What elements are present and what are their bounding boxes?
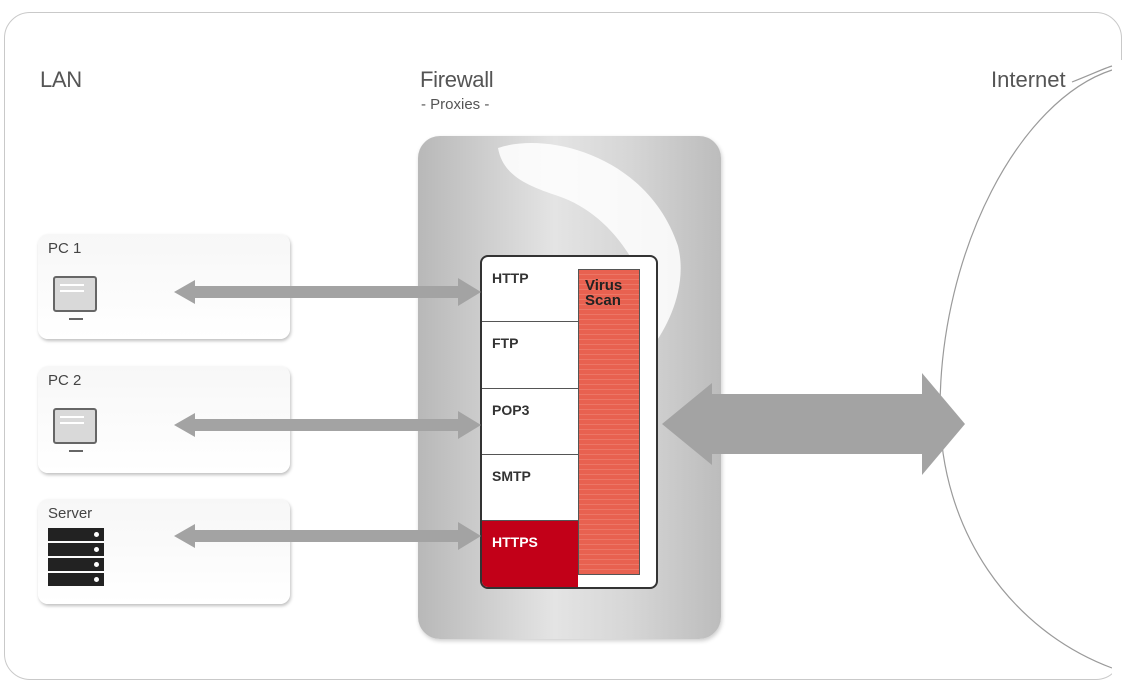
arrow-pc1 xyxy=(174,278,481,306)
firewall-swoosh-decoration xyxy=(498,143,681,346)
proxy-http: HTTP xyxy=(482,257,578,322)
virus-scan-label: Virus Scan xyxy=(585,278,622,308)
proxy-label: SMTP xyxy=(492,468,531,484)
proxy-smtp: SMTP xyxy=(482,455,578,521)
monitor-icon xyxy=(53,276,97,312)
client-label: Server xyxy=(48,505,93,522)
proxy-label: HTTP xyxy=(492,270,529,286)
arrow-pc2 xyxy=(174,411,481,439)
virus-scan-line1: Virus xyxy=(585,277,623,294)
proxy-ftp: FTP xyxy=(482,322,578,389)
monitor-stand xyxy=(69,450,83,452)
firewall-title: Firewall xyxy=(420,67,494,92)
client-server: Server xyxy=(38,499,290,604)
proxy-pop3: POP3 xyxy=(482,389,578,455)
firewall-subtitle: - Proxies - xyxy=(421,96,490,113)
proxy-https: HTTPS xyxy=(482,521,578,587)
monitor-icon xyxy=(53,408,97,444)
proxy-label: FTP xyxy=(492,335,519,351)
lan-title: LAN xyxy=(40,67,82,92)
monitor-stand xyxy=(69,318,83,320)
virus-scan-column: Virus Scan xyxy=(578,269,640,575)
client-label: PC 1 xyxy=(48,240,82,257)
virus-scan-line2: Scan xyxy=(585,292,621,309)
internet-title: Internet xyxy=(991,67,1066,92)
proxy-label: HTTPS xyxy=(492,534,538,550)
proxy-label: POP3 xyxy=(492,402,530,418)
client-label: PC 2 xyxy=(48,372,82,389)
proxy-panel: HTTP FTP POP3 SMTP HTTPS Virus Scan xyxy=(480,255,658,589)
arrow-internet xyxy=(662,373,965,475)
server-icon xyxy=(48,528,104,588)
arrow-server xyxy=(174,522,481,550)
